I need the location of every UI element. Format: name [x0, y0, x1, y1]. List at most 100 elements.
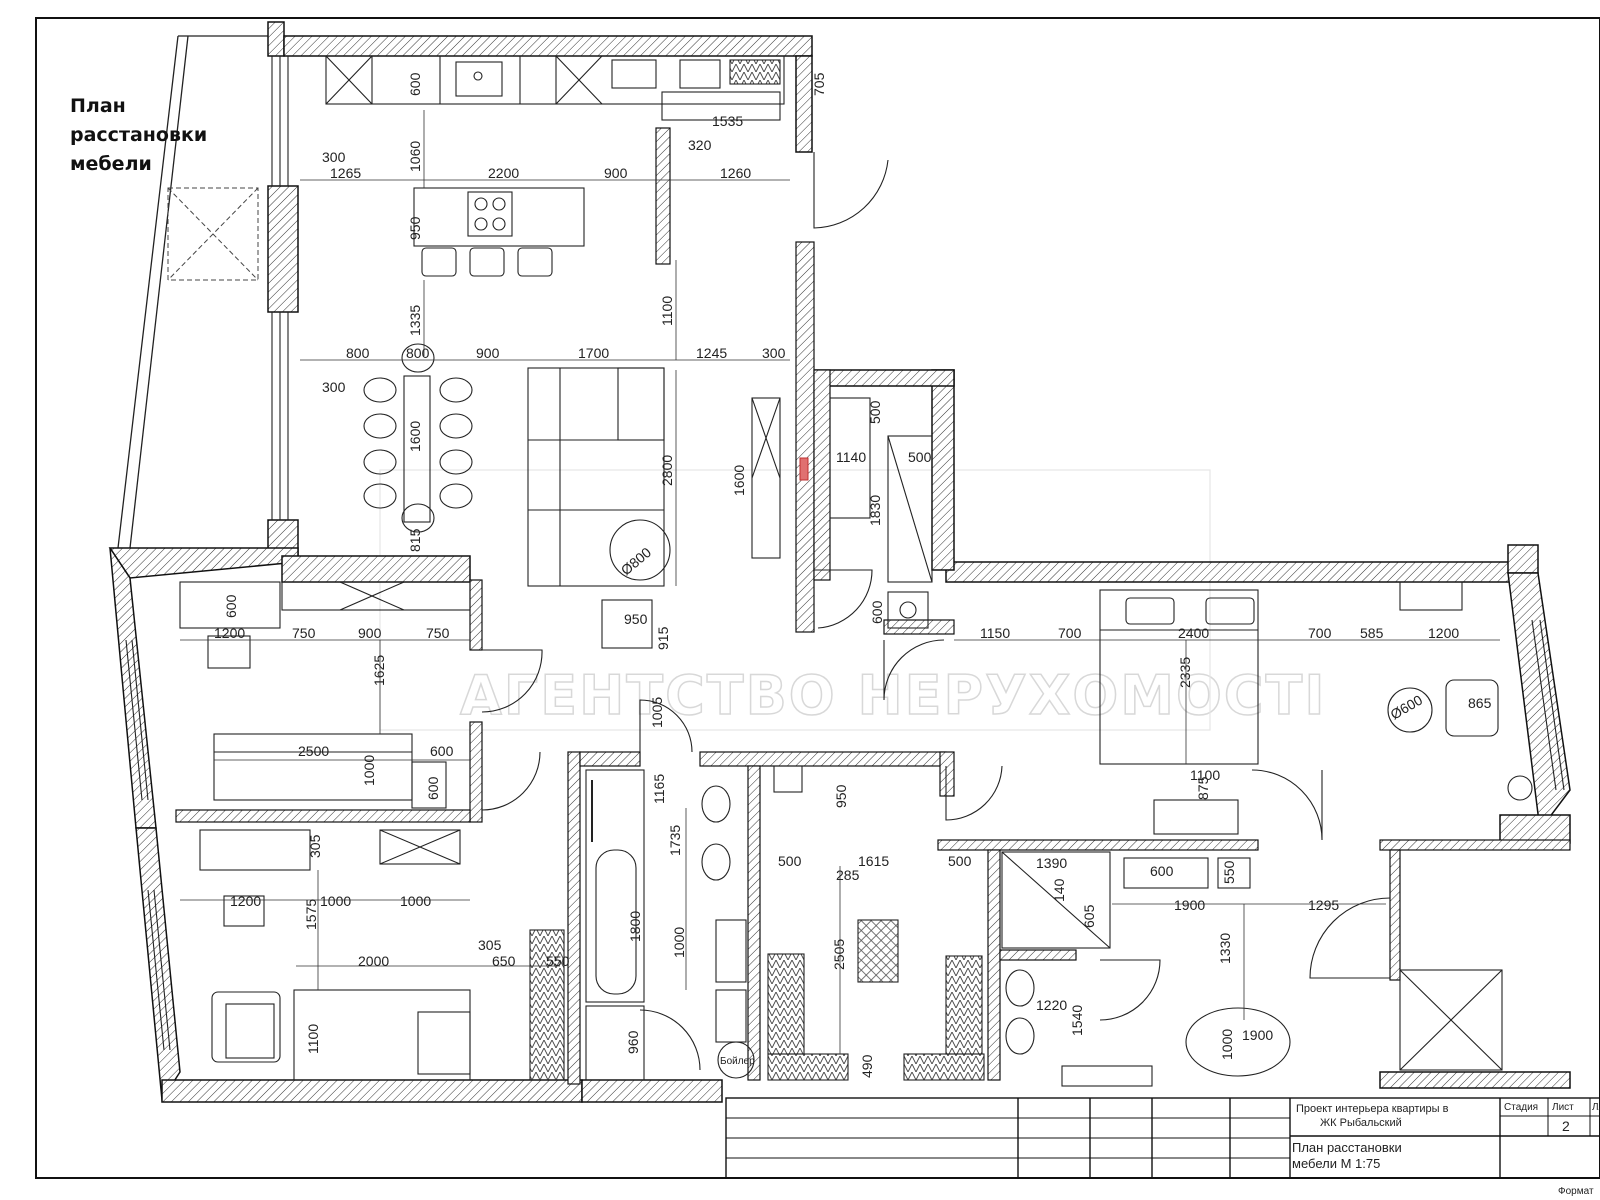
master-bathroom-furniture	[1001, 851, 1503, 1087]
windows	[125, 56, 1565, 1051]
dim-label: 1900	[1174, 897, 1205, 913]
dim-label: 1330	[1217, 933, 1233, 964]
dim-label: 1800	[627, 911, 643, 942]
dim-label: 1600	[407, 421, 423, 452]
dim-label: 650	[492, 953, 516, 969]
dim-label: 1000	[671, 927, 687, 958]
dim-label: 1150	[980, 625, 1010, 641]
dim-label: 1000	[1219, 1029, 1235, 1060]
dim-label: 1100	[659, 296, 675, 326]
dim-label: 1100	[1190, 767, 1220, 783]
plan-title-line-2: расстановки	[70, 124, 208, 146]
dim-label: 900	[476, 345, 500, 361]
dim-label: 750	[292, 625, 316, 641]
dim-label: 1000	[320, 893, 351, 909]
dim-label: 600	[1150, 863, 1174, 879]
dim-label: 960	[625, 1030, 641, 1054]
wardrobe-furniture	[767, 919, 985, 1081]
dim-label: 2500	[298, 743, 329, 759]
dim-label: 500	[948, 853, 972, 869]
dim-label: 865	[1468, 695, 1492, 711]
dim-label: 500	[778, 853, 802, 869]
kitchen-furniture	[325, 55, 785, 277]
dim-label: 600	[869, 600, 885, 624]
dim-label: 1335	[407, 305, 423, 336]
dim-label: 305	[478, 937, 502, 953]
dim-label: 300	[322, 149, 346, 165]
dim-label: Ø800	[618, 544, 655, 578]
dim-label: 2335	[1177, 657, 1193, 688]
dim-label: 1540	[1069, 1005, 1085, 1036]
stamp-col-sheet: Лист	[1552, 1102, 1574, 1113]
dim-label: 950	[833, 784, 849, 808]
dim-label: 1700	[578, 345, 609, 361]
dim-label: 1265	[330, 165, 361, 181]
dim-label: 320	[688, 137, 712, 153]
dim-label: 1140	[836, 449, 866, 465]
storage-furniture	[887, 435, 933, 629]
balcony-cabinet	[167, 187, 259, 281]
dim-label: 600	[425, 776, 441, 800]
dim-label: 550	[546, 953, 570, 969]
dim-label: 1600	[731, 465, 747, 496]
dim-label: 1005	[649, 697, 665, 728]
dim-label: 1625	[371, 655, 387, 686]
dim-label: 490	[859, 1054, 875, 1078]
dim-label: 600	[223, 594, 239, 618]
dim-label: 1295	[1308, 897, 1339, 913]
dim-label: 1735	[667, 825, 683, 856]
dim-label: 585	[1360, 625, 1384, 641]
dim-label: 700	[1058, 625, 1082, 641]
dim-label: 705	[811, 72, 827, 96]
dim-label: 1060	[407, 141, 423, 172]
stamp-sheet-title-2: мебели М 1:75	[1292, 1156, 1380, 1171]
dim-label: 600	[407, 72, 423, 96]
dim-label: 2400	[1178, 625, 1209, 641]
stamp-sheet-no: 2	[1562, 1118, 1570, 1134]
dim-label: 1575	[303, 899, 319, 930]
dim-label: 1200	[230, 893, 261, 909]
doors	[481, 152, 1391, 1071]
dim-label: 140	[1051, 878, 1067, 902]
dim-label: 500	[908, 449, 932, 465]
dim-label: 605	[1081, 904, 1097, 928]
dim-label: 915	[655, 626, 671, 650]
dim-label: 1165	[651, 774, 667, 804]
dim-label: 300	[762, 345, 786, 361]
dim-label: 1100	[305, 1024, 321, 1054]
watermark: АГЕНТСТВО НЕРУХОМОСТІ	[460, 664, 1326, 727]
dim-label: 750	[426, 625, 450, 641]
dim-label: 550	[1221, 860, 1237, 884]
dim-label: 950	[624, 611, 648, 627]
dim-label: 2200	[488, 165, 519, 181]
dim-label: 1200	[214, 625, 245, 641]
dim-label: 1260	[720, 165, 751, 181]
bathroom-furniture	[585, 765, 803, 1081]
stamp-col-sheets: Лл	[1592, 1102, 1600, 1113]
dim-label: 950	[407, 216, 423, 240]
dim-label: 2000	[358, 953, 389, 969]
fireplace-marker	[799, 457, 809, 481]
dim-label: 300	[322, 379, 346, 395]
dim-label: 800	[346, 345, 370, 361]
dining-table	[363, 343, 473, 533]
dim-label: 815	[407, 528, 423, 552]
stamp-project: Проект интерьера квартиры в	[1296, 1103, 1449, 1115]
dimension-labels: 600 705 1535 320 1060 300 1265 2200 900 …	[214, 72, 1492, 1078]
interior-walls	[175, 127, 1571, 1085]
dimension-lines	[180, 110, 1500, 1054]
balcony	[117, 35, 270, 549]
dim-label: 900	[358, 625, 382, 641]
dim-label: 1390	[1036, 855, 1067, 871]
dim-label: 1245	[696, 345, 727, 361]
dim-label: 2800	[659, 455, 675, 486]
dim-label: 285	[836, 867, 860, 883]
dim-label: 1220	[1036, 997, 1067, 1013]
stamp-col-stage: Стадия	[1504, 1102, 1538, 1113]
dim-label: 1535	[712, 113, 743, 129]
plan-title-line-1: План	[70, 95, 126, 117]
title-block	[725, 1097, 1600, 1179]
living-sofa	[527, 367, 871, 649]
dim-label: 1200	[1428, 625, 1459, 641]
